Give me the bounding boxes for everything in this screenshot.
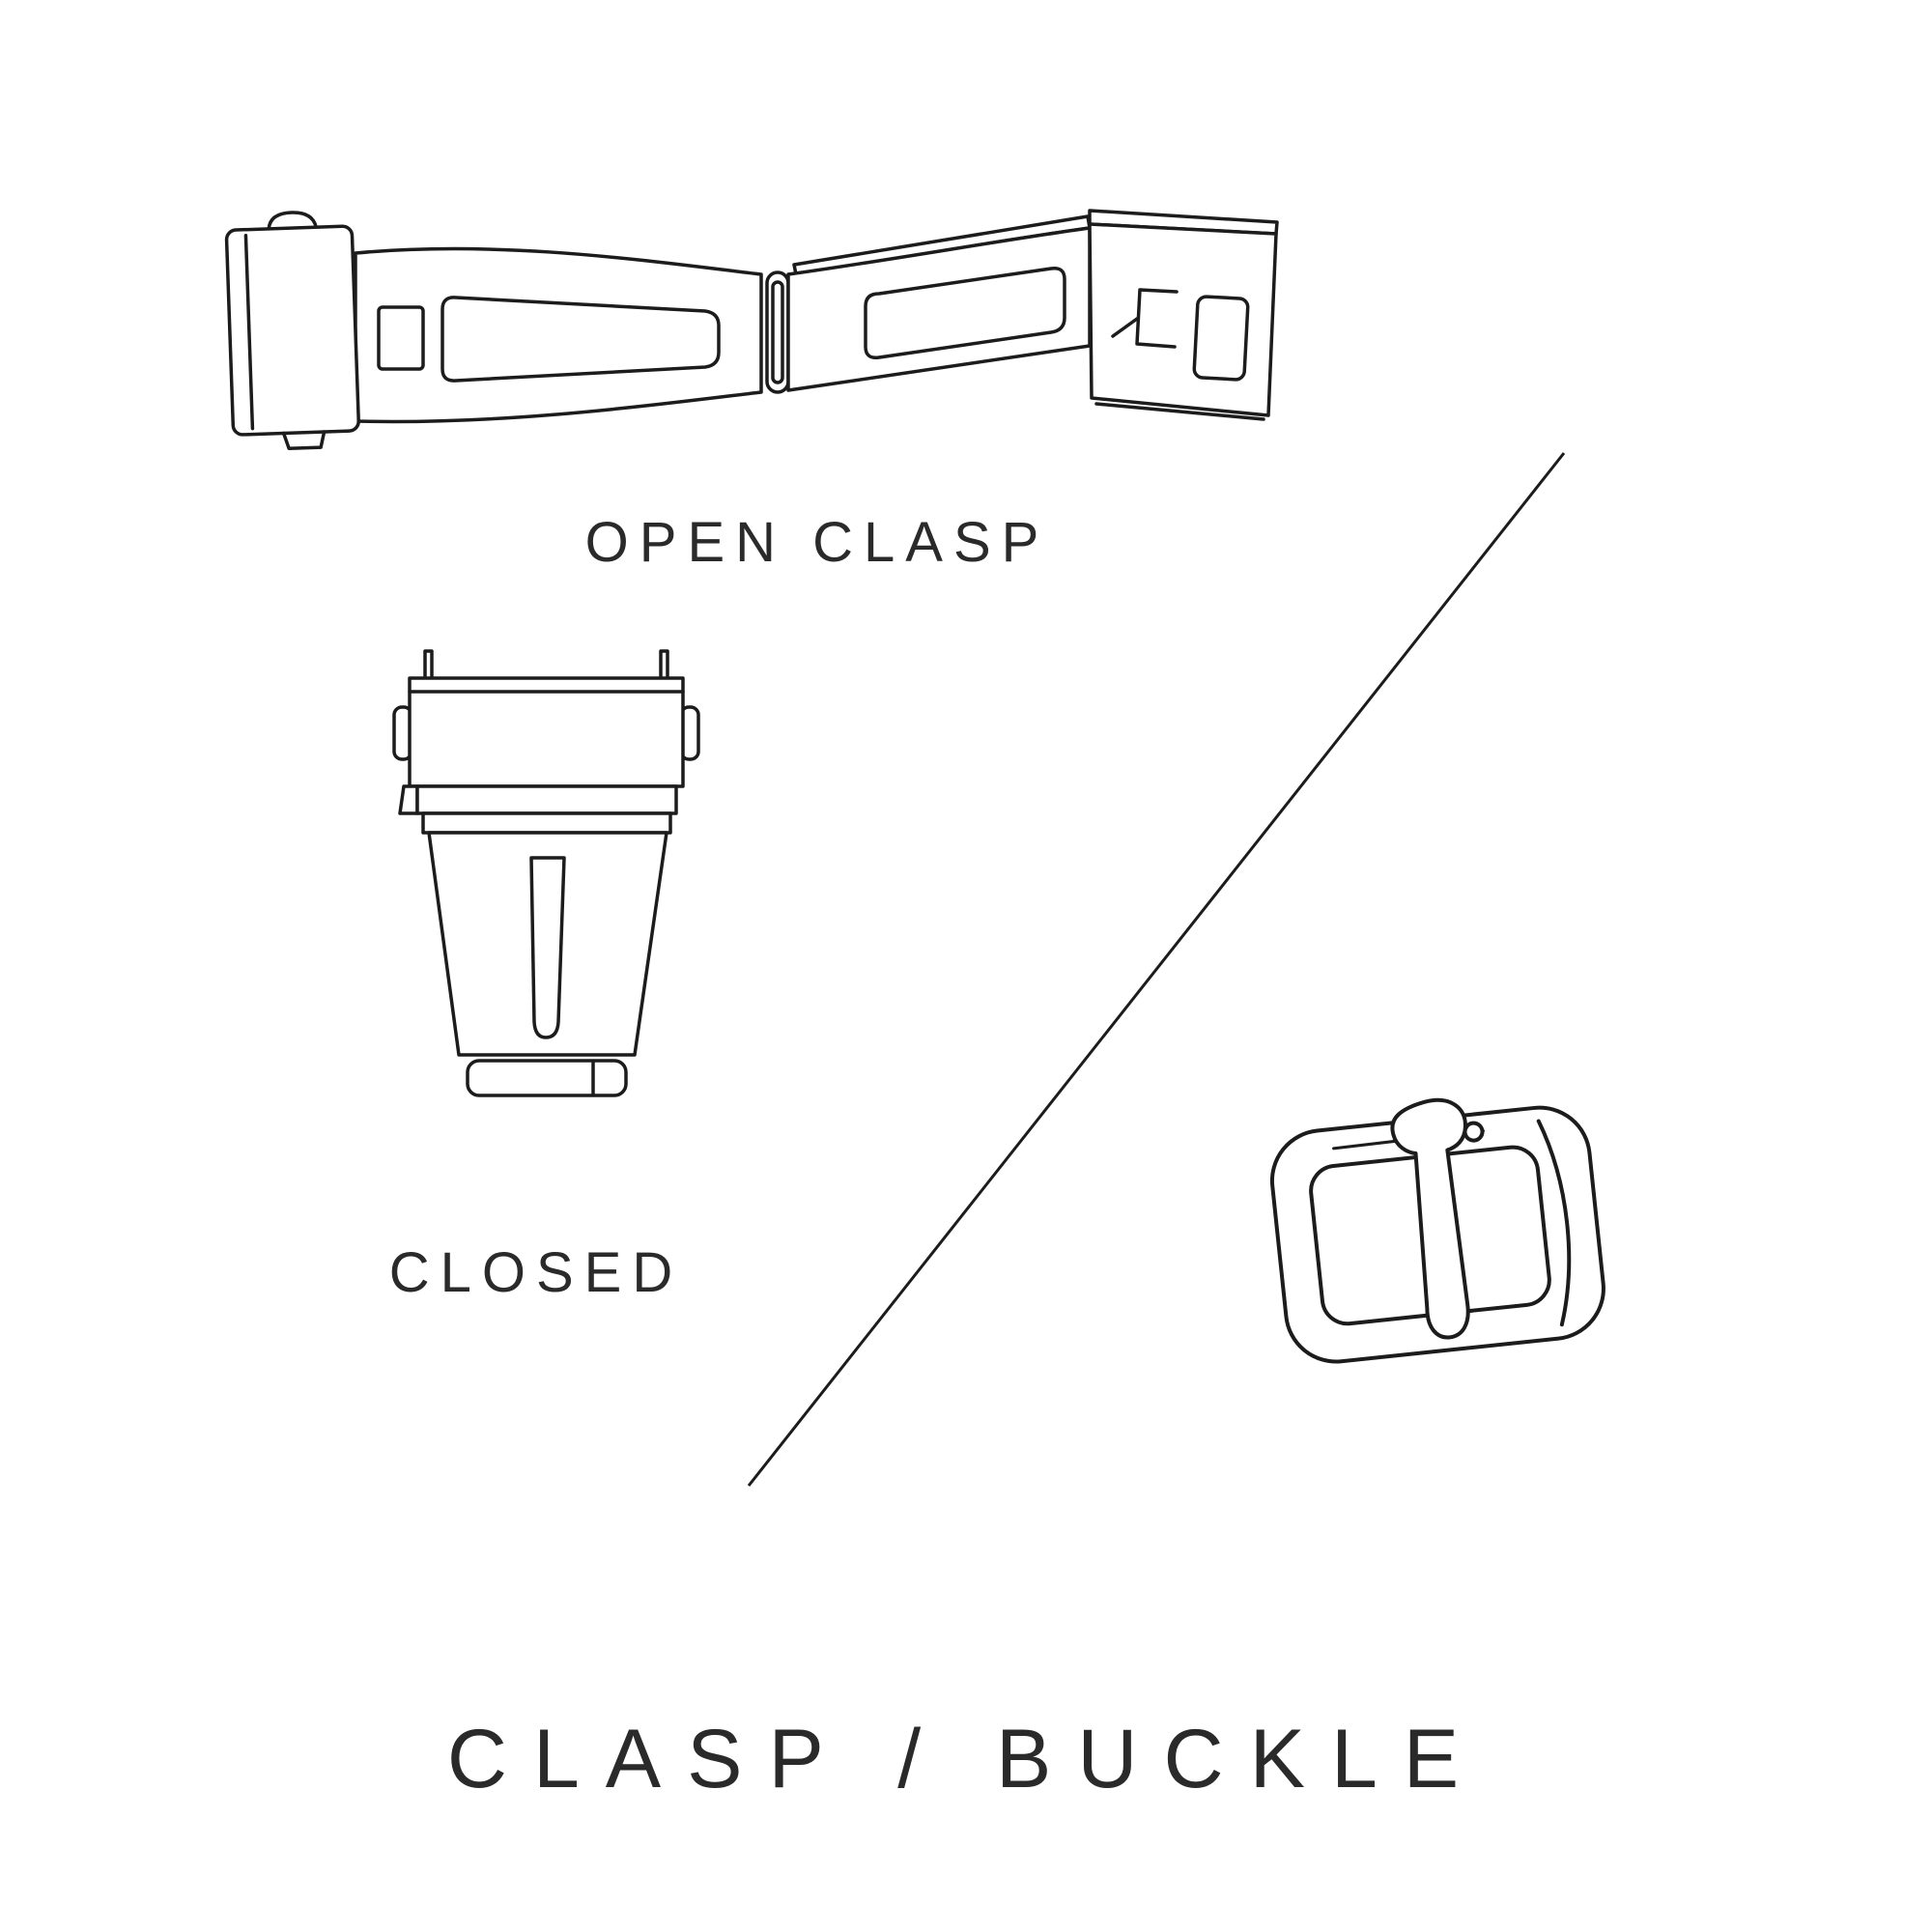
clasp-catch-slot [1192,295,1250,382]
buckle-tang [1390,1097,1470,1340]
closed-clasp-label: CLOSED [388,1241,684,1304]
tang-buckle-illustration [1269,1097,1605,1364]
clasp-notch [377,305,425,371]
clasp-prong-right [659,649,669,682]
open-clasp-label: OPEN CLASP [584,511,1050,574]
clasp-end-cap [224,211,360,451]
clasp-hinge [765,270,790,394]
clasp-cover [408,676,685,788]
clasp-body [427,831,668,1057]
clasp-end-link [466,1059,628,1097]
closed-clasp-illustration [392,649,700,1097]
clasp-prong-left [423,649,434,682]
open-clasp-illustration [224,209,1279,451]
page-title: CLASP / BUCKLE [446,1713,1486,1805]
